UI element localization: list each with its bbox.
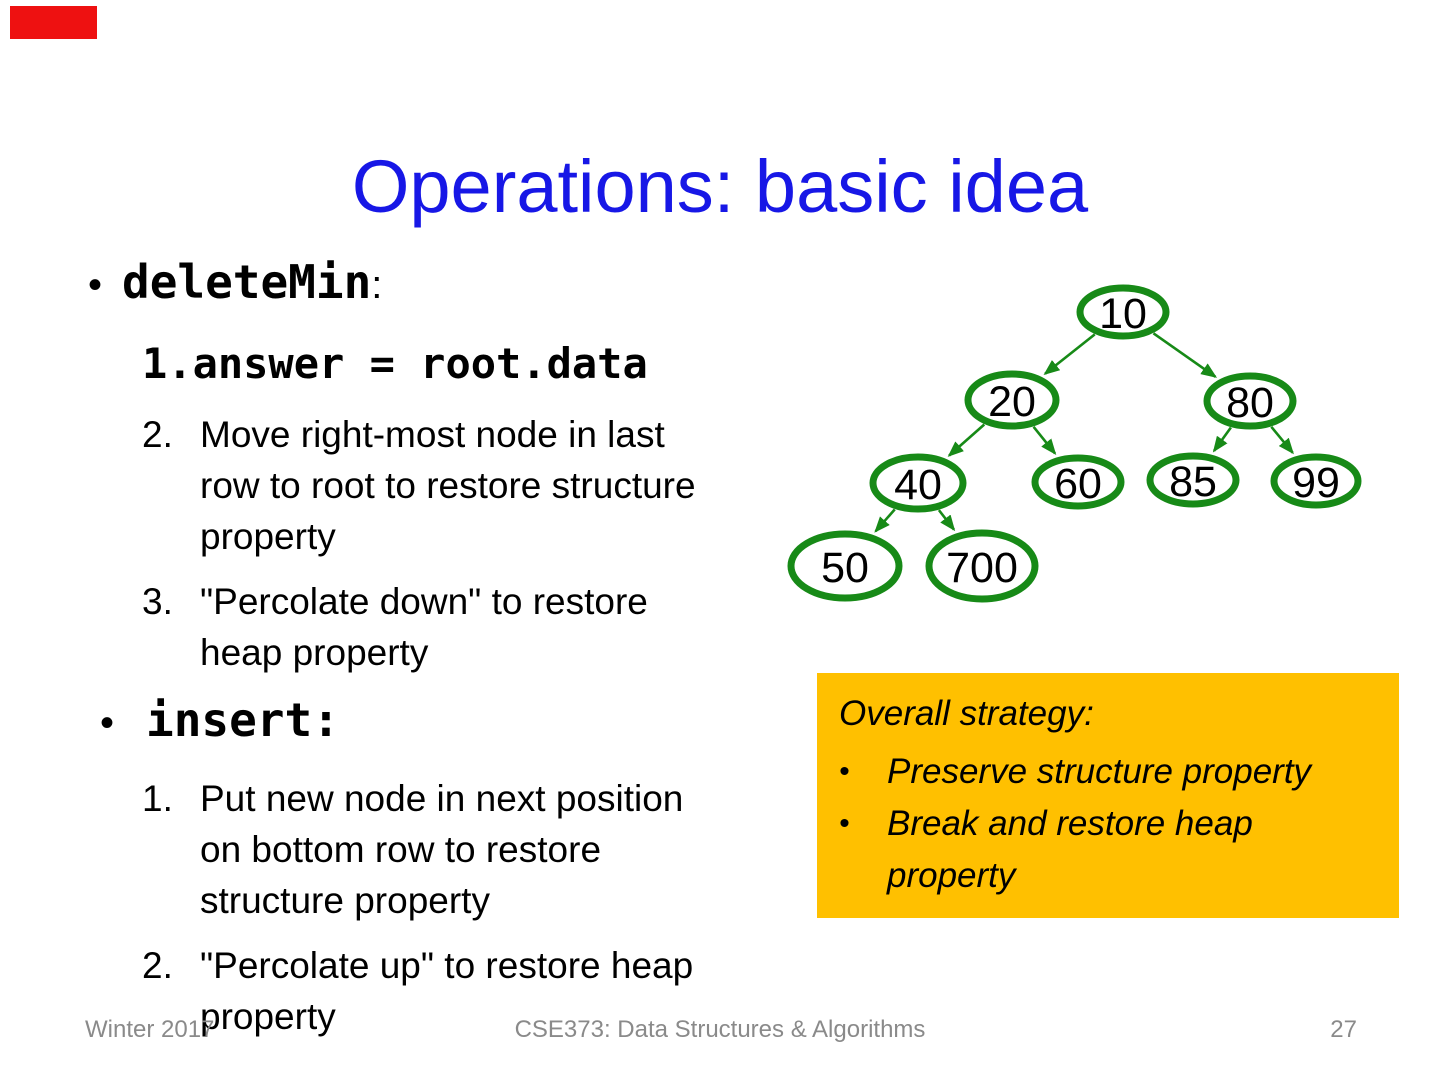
strategy-bullet-text: Preserve structure property bbox=[887, 752, 1312, 791]
tree-edge-40-50 bbox=[874, 508, 896, 533]
tree-node-ellipse-40 bbox=[869, 453, 967, 513]
tree-edge-80-85 bbox=[1212, 426, 1232, 453]
step-number: 1. bbox=[142, 778, 173, 819]
tree-node-ellipse-60 bbox=[1031, 454, 1125, 510]
tree-edge-40-700 bbox=[937, 509, 956, 532]
step-text: Put new node in next position on bottom … bbox=[200, 778, 684, 921]
tree-node-label-80: 80 bbox=[1226, 379, 1274, 427]
insert-step-2: 2. "Percolate up" to restore heap proper… bbox=[142, 940, 790, 1042]
strategy-bullet-2: • Break and restore heap property bbox=[839, 798, 1385, 902]
step-text: "Percolate down" to restore heap propert… bbox=[200, 581, 648, 673]
tree-edges bbox=[874, 332, 1294, 533]
outline-list: • deleteMin : 1. answer = root.data 2. M… bbox=[0, 254, 790, 1056]
tree-node-ellipse-10 bbox=[1076, 284, 1170, 340]
step-text: "Percolate up" to restore heap property bbox=[200, 945, 694, 1037]
tree-node-ellipse-85 bbox=[1146, 452, 1240, 508]
step-text: Move right-most node in last row to root… bbox=[200, 414, 696, 557]
step-number: 2. bbox=[142, 414, 173, 455]
deletemin-step-1: 1. answer = root.data bbox=[142, 337, 790, 391]
deletemin-step-2: 2. Move right-most node in last row to r… bbox=[142, 409, 790, 562]
tree-node-ellipse-80 bbox=[1203, 372, 1297, 430]
deletemin-step-3: 3. "Percolate down" to restore heap prop… bbox=[142, 576, 790, 678]
tree-node-label-700: 700 bbox=[946, 544, 1018, 592]
step-number: 1. bbox=[142, 339, 193, 388]
slide-title: Operations: basic idea bbox=[351, 144, 1089, 228]
tree-nodes: 10 20 80 40 60 85 99 50 700 bbox=[787, 284, 1362, 603]
tree-node-ellipse-50 bbox=[787, 530, 903, 602]
step-text: answer = root.data bbox=[192, 339, 648, 388]
step-number: 2. bbox=[142, 945, 173, 986]
tree-edge-20-40 bbox=[947, 423, 986, 457]
tree-node-label-10: 10 bbox=[1099, 290, 1147, 338]
strategy-title: Overall strategy: bbox=[839, 694, 1094, 733]
strategy-box: Overall strategy: • Preserve structure p… bbox=[817, 673, 1399, 918]
list-item-insert: • insert: bbox=[100, 692, 790, 751]
bullet-icon: • bbox=[839, 807, 850, 840]
insert-step-1: 1. Put new node in next position on bott… bbox=[142, 773, 790, 926]
red-accent-bar bbox=[10, 6, 97, 39]
tree-node-label-99: 99 bbox=[1292, 459, 1340, 507]
tree-edge-10-20 bbox=[1043, 333, 1096, 376]
list-item-deletemin: • deleteMin : bbox=[88, 254, 790, 313]
tree-node-ellipse-20 bbox=[964, 370, 1060, 430]
bullet-icon: • bbox=[88, 263, 103, 307]
tree-node-label-20: 20 bbox=[988, 378, 1036, 426]
tree-node-label-40: 40 bbox=[894, 461, 942, 509]
footer-page-number: 27 bbox=[1330, 1016, 1357, 1043]
term-deletemin: deleteMin bbox=[122, 255, 372, 309]
step-number: 3. bbox=[142, 581, 173, 622]
tree-edge-80-99 bbox=[1270, 426, 1294, 455]
footer-date: Winter 2017 bbox=[85, 1016, 215, 1043]
tree-node-label-60: 60 bbox=[1054, 460, 1102, 508]
term-deletemin-colon: : bbox=[371, 263, 383, 307]
bullet-icon: • bbox=[839, 755, 850, 788]
tree-edge-10-80 bbox=[1152, 332, 1218, 378]
strategy-bullet-1: • Preserve structure property bbox=[839, 746, 1385, 798]
term-insert: insert: bbox=[146, 693, 340, 747]
bullet-icon: • bbox=[100, 701, 115, 745]
tree-node-ellipse-700 bbox=[925, 529, 1039, 603]
tree-node-label-50: 50 bbox=[821, 544, 869, 592]
tree-edge-20-60 bbox=[1032, 425, 1057, 455]
footer-course: CSE373: Data Structures & Algorithms bbox=[514, 1016, 926, 1043]
tree-node-ellipse-99 bbox=[1270, 453, 1362, 509]
tree-node-label-85: 85 bbox=[1169, 458, 1217, 506]
strategy-bullet-text: Break and restore heap property bbox=[887, 804, 1253, 895]
